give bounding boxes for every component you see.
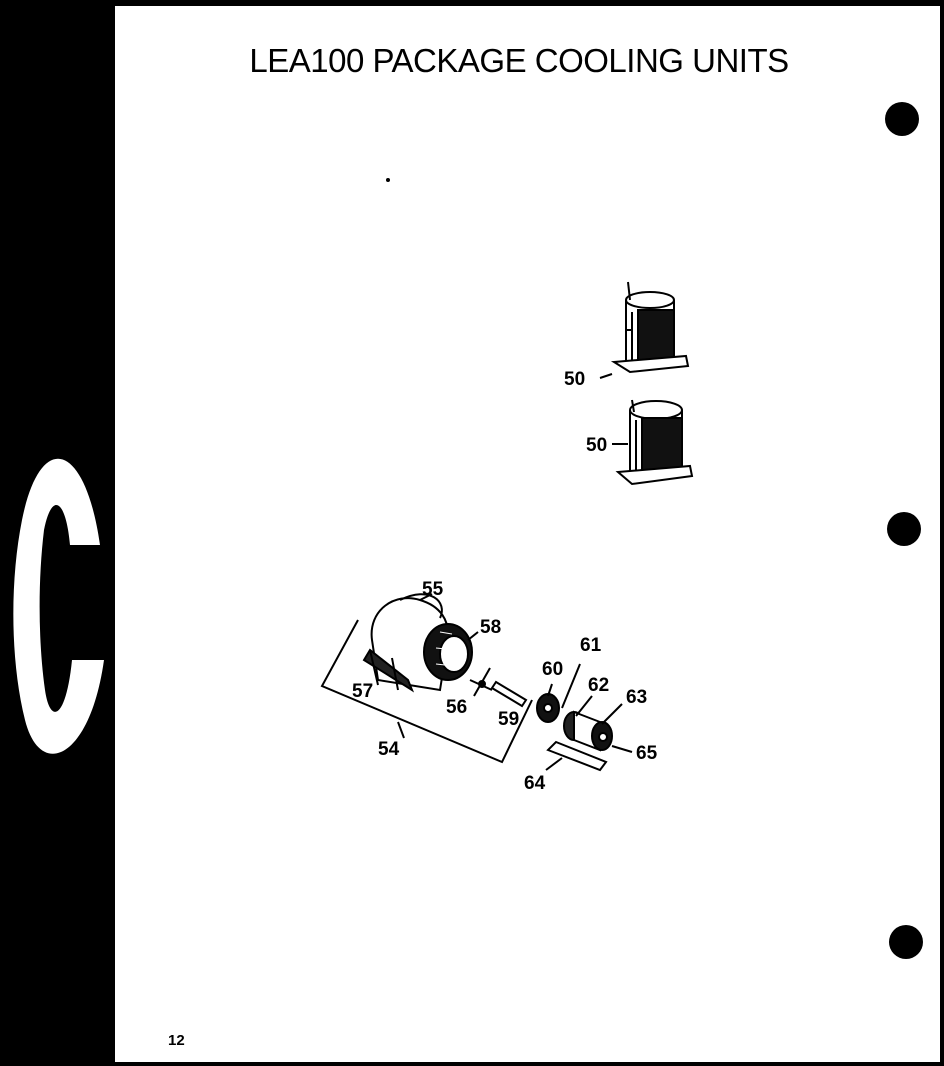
callout-57: 57 — [352, 681, 374, 702]
leader-line — [575, 695, 593, 717]
callout-56: 56 — [446, 697, 468, 718]
leader-line — [547, 683, 553, 697]
callout-58: 58 — [480, 617, 502, 638]
callout-50: 50 — [564, 369, 586, 390]
assembly-bracket — [320, 619, 533, 764]
page-sheet — [115, 6, 940, 1062]
compressor-icon — [610, 281, 690, 374]
leader-line — [467, 631, 479, 641]
leader-line — [599, 373, 613, 379]
compressor-icon — [615, 399, 694, 486]
callout-50: 50 — [586, 435, 608, 456]
leader-line — [601, 703, 623, 725]
leader-line — [397, 721, 405, 739]
leader-line — [545, 757, 563, 771]
binder-hole-icon — [885, 102, 919, 136]
callout-55: 55 — [422, 579, 444, 600]
callout-63: 63 — [626, 687, 648, 708]
leader-line — [419, 593, 433, 601]
blower-wheel-icon — [423, 623, 473, 681]
callout-62: 62 — [588, 675, 610, 696]
callout-65: 65 — [636, 743, 658, 764]
callout-60: 60 — [542, 659, 564, 680]
leader-line — [561, 663, 581, 709]
shaft-icon — [490, 680, 528, 708]
page-title: LEA100 PACKAGE COOLING UNITS — [249, 42, 789, 79]
callout-64: 64 — [524, 773, 546, 794]
leader-line — [611, 745, 633, 753]
binder-hole-icon — [889, 925, 923, 959]
callout-61: 61 — [580, 635, 602, 656]
motor-icon — [536, 693, 613, 772]
fan-blade-icon — [469, 667, 493, 697]
callout-59: 59 — [498, 709, 520, 730]
binder-hole-icon — [887, 512, 921, 546]
page-number: 12 — [168, 1032, 185, 1049]
callout-54: 54 — [378, 739, 400, 760]
